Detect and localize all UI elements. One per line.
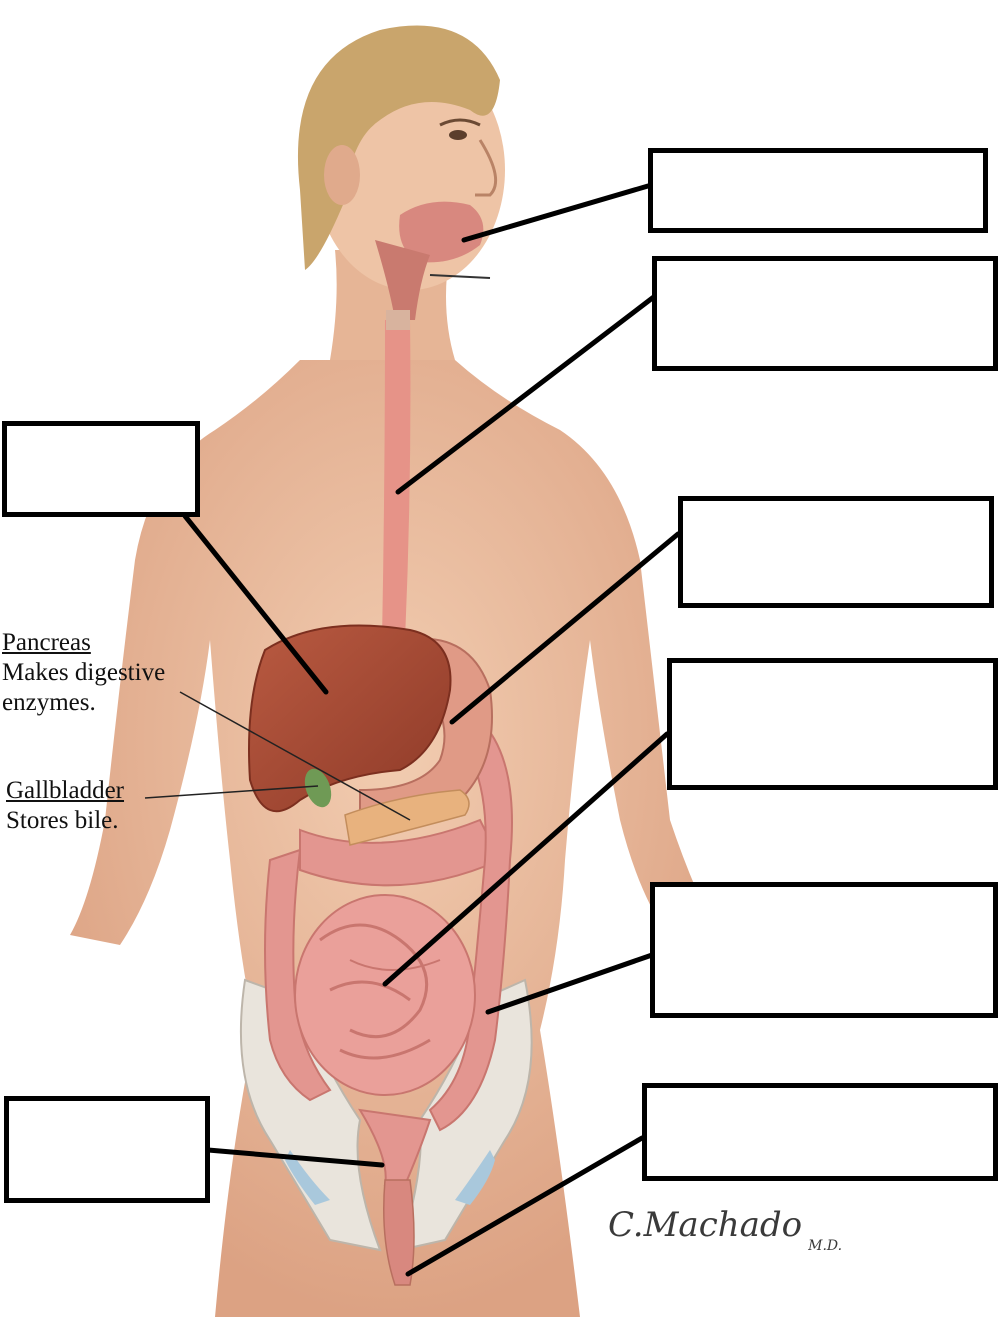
- leader-line-rectum: [205, 1147, 385, 1168]
- label-input-rectum[interactable]: [9, 1101, 205, 1198]
- label-input-stomach[interactable]: [683, 501, 989, 603]
- pancreas-description-line1: Makes digestive: [2, 659, 166, 686]
- liver: [248, 624, 452, 813]
- gallbladder-annotation: Gallbladder Stores bile.: [6, 776, 124, 836]
- leader-line-liver: [182, 513, 329, 695]
- signature-name: C.Machado: [608, 1205, 803, 1245]
- label-box-rectum[interactable]: [4, 1096, 210, 1203]
- pancreas-title: Pancreas: [2, 629, 91, 656]
- label-box-anus[interactable]: [642, 1083, 998, 1181]
- label-input-liver[interactable]: [7, 426, 195, 512]
- leader-line-large-intestine: [485, 952, 655, 1015]
- esophagus: [382, 310, 411, 640]
- signature-suffix: M.D.: [808, 1238, 843, 1254]
- oral-cavity: [375, 201, 491, 320]
- rectum: [383, 1179, 415, 1286]
- leader-line-anus: [405, 1135, 645, 1277]
- gallbladder-description: Stores bile.: [6, 807, 119, 834]
- colon: [264, 718, 513, 1186]
- label-input-esophagus[interactable]: [657, 261, 993, 366]
- leader-line-mouth: [461, 183, 651, 243]
- label-input-anus[interactable]: [647, 1088, 993, 1176]
- annotation-pointers: [144, 691, 411, 821]
- artist-signature: C.MachadoM.D.: [608, 1205, 842, 1254]
- label-input-large-intestine[interactable]: [655, 887, 993, 1013]
- label-box-stomach[interactable]: [678, 496, 994, 608]
- pancreas-description-line2: enzymes.: [2, 689, 96, 716]
- pancreas-pointer: [179, 691, 411, 821]
- leader-line-stomach: [449, 531, 681, 725]
- label-box-liver[interactable]: [2, 421, 200, 517]
- leader-lines: [182, 183, 681, 1277]
- label-input-mouth[interactable]: [653, 153, 983, 228]
- gallbladder: [304, 768, 332, 808]
- pancreas-annotation: Pancreas Makes digestive enzymes.: [2, 628, 165, 718]
- gallbladder-pointer: [144, 785, 319, 799]
- label-box-small-intestine[interactable]: [667, 658, 998, 790]
- gallbladder-title: Gallbladder: [6, 777, 125, 804]
- leader-line-small-intestine: [382, 731, 670, 987]
- label-box-large-intestine[interactable]: [650, 882, 998, 1018]
- label-box-esophagus[interactable]: [652, 256, 998, 371]
- label-box-mouth[interactable]: [648, 148, 988, 233]
- label-input-small-intestine[interactable]: [672, 663, 993, 785]
- leader-line-esophagus: [395, 293, 658, 495]
